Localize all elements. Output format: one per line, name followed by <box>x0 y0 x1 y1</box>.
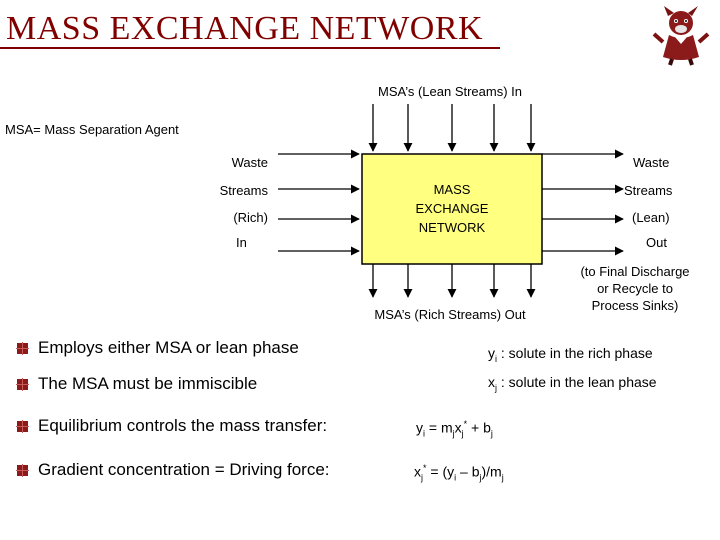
bullet-text: Employs either MSA or lean phase <box>38 338 299 357</box>
right-label-streams: Streams <box>624 183 673 198</box>
wolf-mascot-logo <box>652 6 710 66</box>
lean-phase-definition: xj : solute in the lean phase <box>488 374 657 393</box>
bullet-item: Employs either MSA or lean phase <box>16 338 299 358</box>
square-bullet-icon <box>16 341 29 355</box>
right-label-lean: (Lean) <box>632 210 670 225</box>
bullet-item: Equilibrium controls the mass transfer: <box>16 416 327 436</box>
left-label-rich: (Rich) <box>233 210 268 225</box>
bottom-label: MSA’s (Rich Streams) Out <box>374 307 526 322</box>
bullet-text: Gradient concentration = Driving force: <box>38 460 330 479</box>
box-label-line: NETWORK <box>418 220 486 235</box>
square-bullet-icon <box>16 463 29 477</box>
final-note-line: Process Sinks) <box>591 298 679 313</box>
box-label-line: EXCHANGE <box>415 201 489 216</box>
square-bullet-icon <box>16 419 29 433</box>
driving-force-equation: xj* = (yi – bj)/mj <box>414 463 504 483</box>
page-title: MASS EXCHANGE NETWORK <box>6 10 484 47</box>
rich-phase-text: : solute in the rich phase <box>497 345 653 361</box>
lean-phase-text: : solute in the lean phase <box>497 374 657 390</box>
bullet-text: Equilibrium controls the mass transfer: <box>38 416 328 435</box>
left-label-waste: Waste <box>231 155 268 170</box>
final-discharge-note: (to Final Discharge or Recycle to Proces… <box>565 263 705 314</box>
left-label-in: In <box>236 235 247 250</box>
box-label-line: MASS <box>433 182 471 197</box>
bullet-item: The MSA must be immiscible <box>16 374 257 394</box>
equilibrium-equation: yi = mjxj* + bj <box>416 419 493 439</box>
bullet-item: Gradient concentration = Driving force: <box>16 460 330 480</box>
right-label-waste: Waste <box>633 155 670 170</box>
square-bullet-icon <box>16 377 29 391</box>
bullet-text: The MSA must be immiscible <box>38 374 258 393</box>
network-box-label: MASS EXCHANGE NETWORK <box>362 180 542 237</box>
final-note-line: (to Final Discharge <box>580 264 690 279</box>
title-underline <box>0 47 500 49</box>
msa-definition: MSA= Mass Separation Agent <box>5 122 179 137</box>
rich-phase-definition: yi : solute in the rich phase <box>488 345 653 364</box>
top-label: MSA’s (Lean Streams) In <box>377 84 522 99</box>
left-label-streams: Streams <box>219 183 268 198</box>
right-label-out: Out <box>646 235 667 250</box>
final-note-line: or Recycle to <box>597 281 673 296</box>
